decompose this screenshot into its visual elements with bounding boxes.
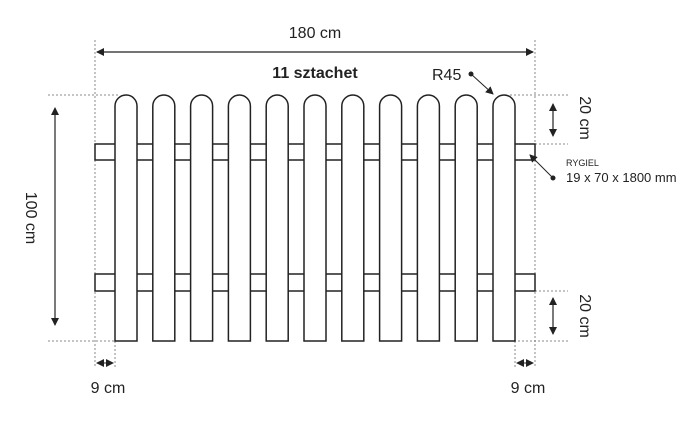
picket: [341, 94, 365, 342]
left-overhang-label: 9 cm: [91, 380, 126, 397]
guide-lines: [48, 40, 568, 368]
pickets: [114, 94, 516, 342]
top-offset-label: 20 cm: [576, 96, 593, 140]
rail-size: 19 x 70 x 1800 mm: [566, 170, 677, 185]
picket: [303, 94, 327, 342]
picket: [378, 94, 403, 342]
picket: [189, 94, 214, 342]
picket: [152, 94, 176, 342]
picket: [416, 94, 441, 342]
picket: [492, 94, 516, 342]
picket-count-title: 11 sztachet: [272, 65, 358, 82]
rail-callout-arrow: [529, 154, 554, 179]
height-label: 100 cm: [22, 192, 39, 244]
picket: [114, 94, 138, 342]
right-overhang-label: 9 cm: [511, 380, 546, 397]
radius-label: R45: [432, 67, 461, 84]
rail-label: RYGIEL: [566, 158, 599, 168]
picket: [227, 94, 252, 342]
picket: [265, 94, 289, 342]
picket: [454, 94, 478, 342]
bottom-offset-label: 20 cm: [576, 294, 593, 338]
rail-callout-dot: [550, 175, 556, 181]
radius-callout-arrow: [470, 73, 494, 95]
width-label: 180 cm: [289, 25, 341, 42]
